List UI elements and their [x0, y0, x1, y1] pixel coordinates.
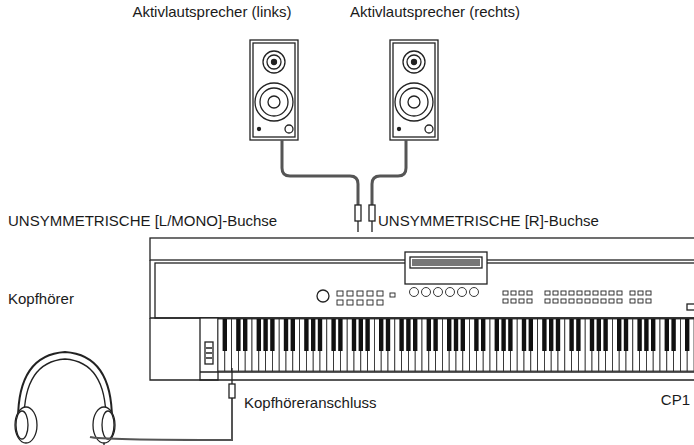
jack-label: UNSYMMETRISCHE [R]-Buchse	[378, 212, 599, 230]
speaker-left	[250, 40, 298, 140]
speaker-label: Aktivlautsprecher (links)	[132, 3, 291, 21]
jack-plugs	[355, 205, 375, 232]
headphones	[15, 352, 235, 445]
model-label: CP1	[661, 391, 690, 409]
speaker-right	[390, 40, 438, 140]
speaker-label: Aktivlautsprecher (rechts)	[350, 3, 520, 21]
stage-piano	[150, 238, 694, 380]
speaker-cables	[282, 140, 406, 205]
jack-label: Kopfhöreranschluss	[244, 394, 377, 412]
headphone-label: Kopfhörer	[8, 290, 74, 308]
keyboard-keys	[218, 319, 694, 371]
panel-buttons	[337, 288, 651, 306]
jack-label: UNSYMMETRISCHE [L/MONO]-Buchse	[8, 212, 277, 230]
